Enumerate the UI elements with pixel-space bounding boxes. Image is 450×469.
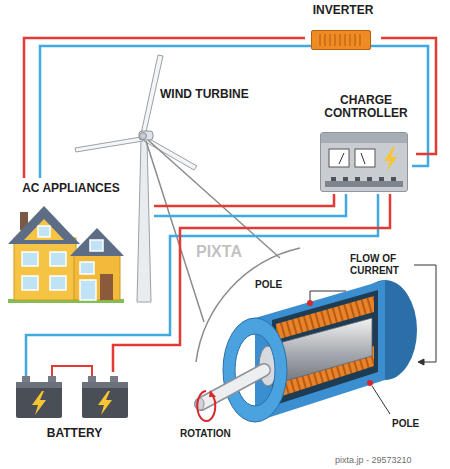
part-label: FLOW OF CURRENT [350,253,412,277]
watermark: pixta.jp - 29573210 [335,455,412,466]
current-leader [310,265,436,414]
part-label: POLE [255,279,282,291]
controller-face [321,133,407,191]
node-label: BATTERY [10,427,139,440]
part-label: ROTATION [180,428,231,440]
controller-node: CHARGE CONTROLLER [316,94,416,194]
inverter-node: INVERTER [305,4,381,52]
part-label: POLE [392,418,419,430]
node-label: AC APPLIANCES [8,182,134,195]
node-label: WIND TURBINE [160,88,249,101]
wind-turbine [75,55,197,302]
turbine-node: WIND TURBINE [132,150,154,300]
battery-pair [16,376,128,418]
inverter-box [311,30,371,50]
battery-node: BATTERY [10,372,139,440]
battery-link [52,366,92,376]
power-wire [381,38,436,154]
power-wire [24,38,305,178]
power-wire [113,194,390,372]
appliances-node: AC APPLIANCES [8,178,134,302]
watermark: PIXTA [196,243,242,261]
inverter-fins [312,31,370,49]
node-label: INVERTER [305,4,381,17]
wire-pair [26,46,428,376]
house [8,206,124,303]
power-wire [154,194,334,206]
node-label: CHARGE CONTROLLER [316,94,416,120]
controller-box [320,132,408,192]
generator [196,280,417,422]
